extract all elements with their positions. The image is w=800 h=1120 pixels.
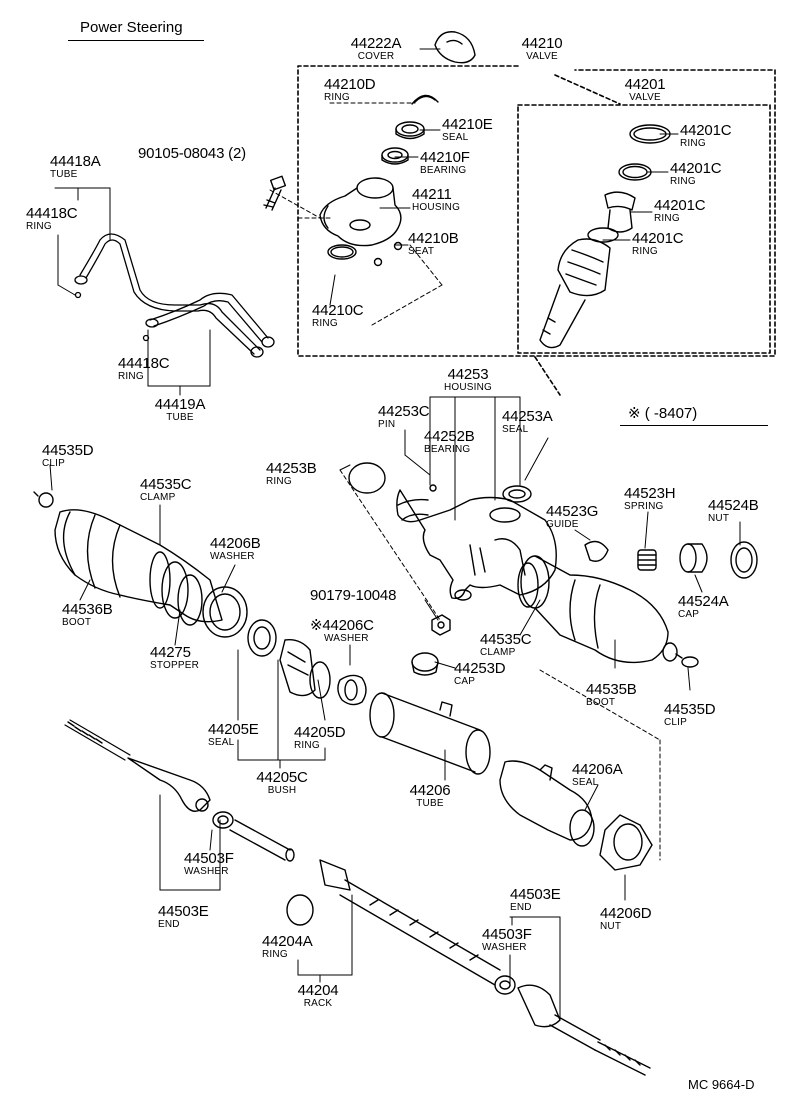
ring-44253B-part: [348, 462, 386, 494]
label-nut-90179: 90179-10048: [310, 587, 397, 604]
footnote-underline: [620, 425, 768, 426]
title-underline: [68, 40, 204, 41]
washer-44206C-part: [337, 674, 367, 706]
bush-44205C-part: [279, 639, 331, 699]
spring-44523H-part: [637, 549, 657, 571]
ring-44210C-part: [327, 244, 357, 260]
clip-44535D-2-part: [675, 653, 699, 668]
footnote-range: ※ ( -8407): [628, 405, 698, 422]
rack-44204-part: [229, 819, 501, 986]
cap-44524A-part: [679, 543, 708, 573]
bearing-44210F-part: [381, 147, 409, 165]
washer-44503F-2-part: [494, 975, 516, 995]
seal-44205E-part: [247, 619, 277, 657]
seal-44253A-part: [502, 485, 532, 503]
clamp-44535C-2-part: [517, 562, 539, 608]
guide-44523G-part: [584, 540, 609, 562]
tie-rod-end-left-part: [64, 719, 211, 812]
nut-90179-part: [431, 614, 451, 636]
pressure-tubes: [74, 233, 275, 358]
washer-44206B-part: [202, 586, 248, 638]
cap-44253D-part: [411, 652, 439, 676]
seal-44210E-part: [395, 121, 425, 140]
housing-end-44206A-part: [499, 760, 595, 847]
ring-44210D-part: [411, 94, 439, 105]
washer-44503F-1-part: [212, 811, 234, 829]
label-bolt-90105: 90105-08043 (2): [138, 145, 246, 162]
bolt-90105-part: [263, 175, 287, 211]
housing-44211-part: [319, 177, 402, 247]
tie-rod-end-right-part: [517, 984, 651, 1076]
clip-44535D-1-part: [33, 491, 54, 508]
rack-housing-44253-part: [396, 484, 557, 601]
nut-44206D-part: [599, 814, 653, 871]
clamp-44535C-1-part: [149, 551, 171, 609]
valve-44201-parts: [539, 124, 671, 349]
diagram-title: Power Steering: [80, 19, 183, 36]
tube-44206-part: [369, 692, 491, 775]
ring-44204A-part: [286, 894, 314, 926]
valve-group-box: [297, 65, 776, 396]
leader-lines: [49, 48, 741, 1021]
cover-part: [434, 31, 476, 64]
drawing-code: MC 9664-D: [688, 1077, 755, 1092]
seat-44210B-part: [373, 241, 403, 267]
left-boot-44536B-part: [54, 509, 223, 626]
nut-44524B-part: [730, 541, 758, 579]
right-boot-44535B-part: [520, 555, 678, 664]
